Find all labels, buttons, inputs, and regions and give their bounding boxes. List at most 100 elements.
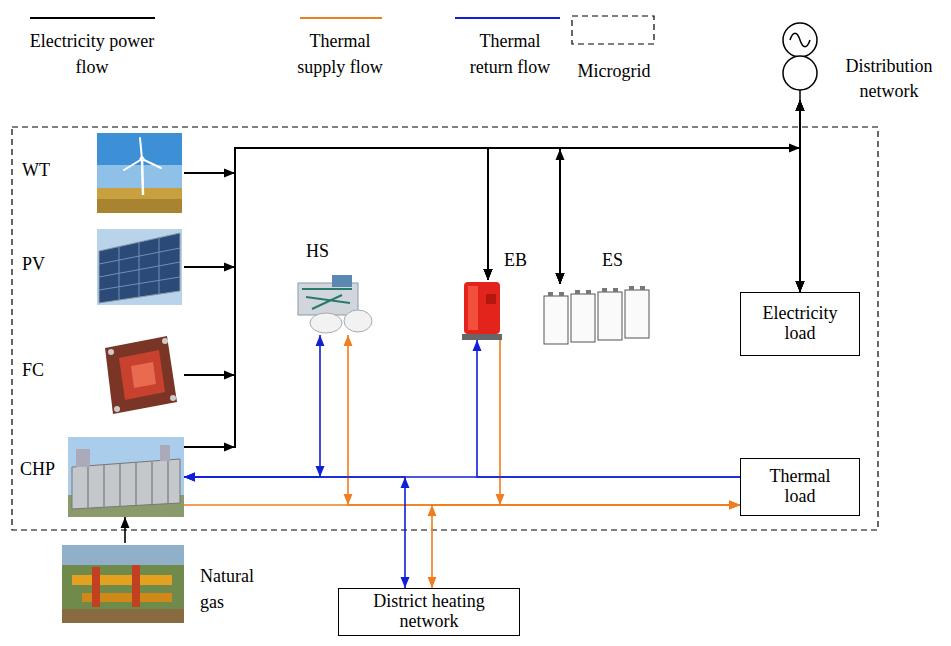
illustration-part — [559, 292, 564, 296]
connector — [184, 100, 805, 375]
illustration-part — [332, 275, 352, 287]
component-illustration — [780, 18, 820, 100]
illustration-part — [114, 406, 120, 412]
junction-arrows — [224, 144, 800, 517]
arrow-head — [184, 473, 195, 482]
component-illustration — [62, 545, 184, 623]
connector-line — [184, 148, 560, 284]
arrow-head — [496, 494, 505, 505]
component-illustration — [97, 133, 182, 213]
component-illustration — [97, 229, 182, 305]
legend-line-sample — [30, 17, 155, 19]
component-icon: EB — [460, 280, 504, 340]
illustration-part — [76, 449, 90, 467]
connector — [121, 517, 130, 543]
arrow-head — [224, 371, 235, 380]
connector — [184, 100, 805, 267]
arrow-head — [224, 443, 235, 452]
connector — [184, 148, 565, 284]
connector-line — [184, 148, 560, 375]
illustration-part — [88, 461, 168, 508]
component-icon: WT — [22, 132, 184, 214]
illustration-part — [87, 466, 89, 508]
connector-line — [184, 148, 560, 447]
arrow-head — [224, 169, 235, 178]
illustration-part — [790, 33, 810, 47]
load-box: Thermal load — [740, 458, 860, 516]
connector — [473, 340, 741, 477]
component-icon: FC — [22, 330, 184, 420]
illustration-part — [783, 56, 817, 90]
illustration-part — [151, 462, 153, 504]
connector-line — [500, 340, 740, 505]
connector-line — [432, 505, 740, 588]
component-label: WT — [22, 160, 78, 181]
connector-line — [184, 148, 488, 280]
connector — [184, 148, 805, 292]
connector-line — [184, 148, 488, 280]
arrow-head — [428, 505, 437, 516]
illustration-part — [119, 464, 121, 506]
connector-line — [184, 100, 800, 173]
connector — [184, 148, 805, 447]
connector — [184, 148, 493, 447]
illustration-part — [62, 545, 184, 565]
legend-label: Thermal supply flow — [290, 28, 390, 80]
arrow-head — [796, 281, 805, 292]
illustration-part — [298, 283, 358, 315]
illustration-part — [625, 290, 649, 338]
component-label: FC — [22, 360, 78, 381]
arrow-head — [184, 473, 195, 482]
arrow-head — [796, 100, 805, 111]
illustration-part — [97, 199, 182, 213]
arrow-head — [796, 100, 805, 111]
arrow-head — [556, 149, 565, 160]
component-label: Natural gas — [200, 563, 264, 615]
connector-line — [184, 148, 488, 447]
connector — [184, 148, 565, 375]
illustration-part — [170, 395, 176, 401]
illustration-part — [135, 463, 137, 505]
component-label: EB — [504, 250, 540, 271]
connector — [184, 148, 493, 280]
illustration-part — [142, 159, 161, 168]
illustration-part — [140, 157, 145, 162]
illustration-part — [464, 282, 500, 334]
illustration-part — [799, 90, 801, 100]
arrow-head — [796, 100, 805, 111]
arrow-head — [789, 144, 800, 153]
arrow-head — [316, 335, 325, 346]
component-icon: PV — [22, 228, 184, 306]
illustration-part — [344, 310, 372, 332]
arrow-head — [796, 281, 805, 292]
load-box: Electricity load — [740, 292, 860, 356]
connector-line — [348, 335, 740, 505]
connector-line — [477, 340, 740, 477]
connector-line — [184, 148, 488, 375]
illustration-part — [97, 165, 182, 188]
arrow-head — [184, 473, 195, 482]
component-icon: ES — [540, 284, 655, 348]
connector — [428, 501, 741, 589]
component-illustration — [68, 437, 184, 517]
illustration-part — [783, 23, 817, 57]
illustration-part — [72, 575, 172, 585]
legend-item: Thermal supply flow — [290, 28, 390, 80]
illustration-part — [602, 288, 607, 292]
legend-line-sample — [300, 17, 382, 19]
illustration-part — [162, 338, 168, 344]
component-label: Distribution network — [832, 54, 946, 104]
legend-item: Microgrid — [564, 58, 664, 84]
network-box: District heating network — [338, 588, 520, 636]
component-label: ES — [602, 250, 642, 271]
arrow-head — [484, 269, 493, 280]
illustration-part — [132, 565, 140, 607]
legend-label: Microgrid — [564, 58, 664, 84]
illustration-part — [548, 286, 645, 296]
connector-line — [184, 148, 800, 292]
connector-line — [184, 148, 800, 447]
grid-connection: Distribution network — [780, 18, 948, 100]
arrow-head — [556, 273, 565, 284]
legend-dashed-sample — [572, 16, 654, 44]
connector — [184, 148, 805, 375]
